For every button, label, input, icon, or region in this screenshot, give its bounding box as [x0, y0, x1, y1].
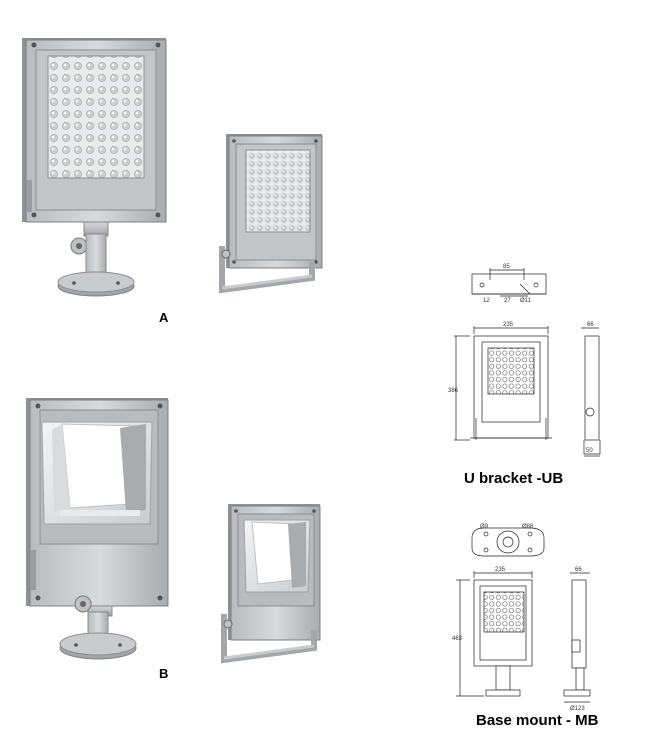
ub-dim-height: 386: [448, 388, 459, 394]
ub-dim-depth: 66: [587, 322, 594, 328]
fixture-a-small-u-bracket: [219, 246, 315, 294]
ub-caption: U bracket -UB: [464, 470, 564, 487]
mb-dim-base-dia: Ø123: [570, 706, 585, 712]
mb-dim-depth: 66: [575, 567, 582, 573]
mb-dim-width: 235: [495, 567, 506, 573]
ub-bracket-top-view: [471, 268, 547, 297]
fixture-b-small-body: [228, 504, 321, 641]
fixture-b-small-u-bracket: [221, 614, 317, 664]
ub-dim-bracket-hole: Ø11: [520, 298, 532, 304]
label-a: A: [159, 310, 169, 325]
mb-caption: Base mount - MB: [476, 712, 599, 729]
mb-front-view: [456, 571, 533, 697]
mb-dim-height: 463: [452, 636, 463, 642]
fixture-b-large-body: [26, 398, 169, 607]
ub-dim-width: 235: [503, 322, 514, 328]
mb-dim-hole-b: Ø88: [522, 524, 534, 530]
fixture-b-large-pole-mount: [59, 595, 137, 660]
ub-dim-bracket-h: 12: [483, 298, 490, 304]
ub-dim-bracket-slot: 85: [503, 264, 510, 270]
ub-dim-bracket-r: 27: [504, 298, 511, 304]
mb-side-view: [563, 572, 591, 703]
fixture-a-small-body: [226, 134, 323, 269]
ub-side-view: [581, 327, 601, 457]
label-b: B: [159, 666, 169, 681]
mb-base-top-view: [471, 527, 545, 557]
ub-front-view: [454, 326, 552, 441]
fixture-a-large-body: [22, 38, 167, 223]
mb-dim-hole-a: Ø9: [480, 524, 489, 530]
ub-dim-foot: 50: [586, 448, 593, 454]
fixture-a-large-pole-mount: [57, 221, 135, 297]
